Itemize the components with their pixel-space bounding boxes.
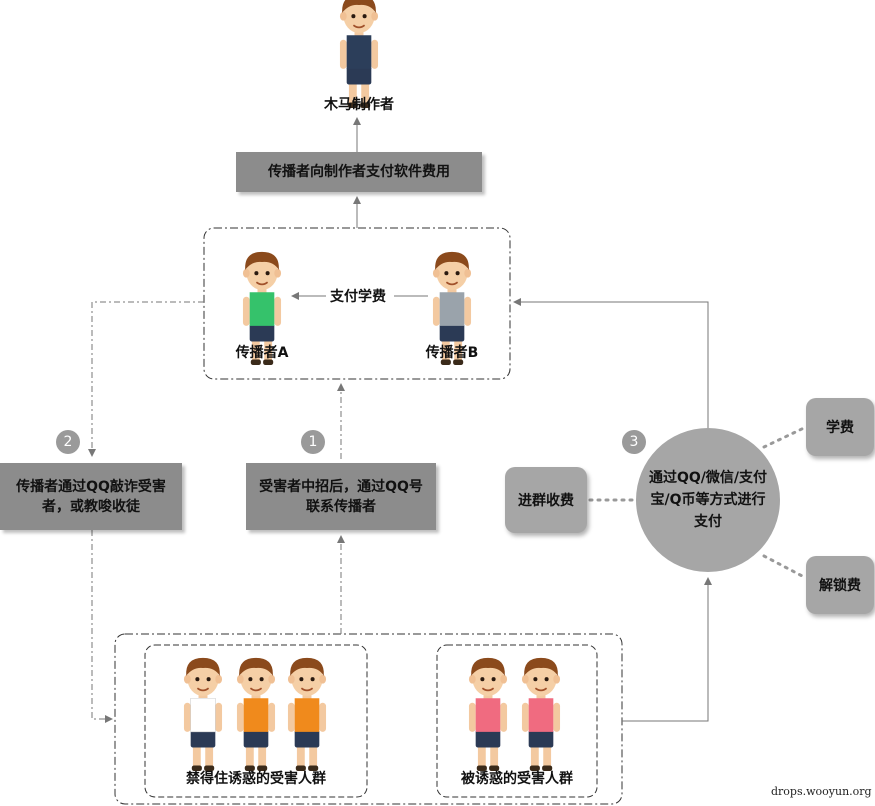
watermark-text: drops.wooyun.org [771, 785, 872, 798]
unlock-fee-text: 解锁费 [819, 578, 861, 594]
victims-outer-border [114, 633, 623, 805]
arrow-to-pay-circle [622, 577, 712, 722]
payment-to-creator-text: 传播者向制作者支付软件费用 [268, 164, 450, 180]
step-2-badge: 2 [56, 430, 80, 454]
dots-unlock-fee [762, 554, 808, 580]
pay-line-1: 通过QQ/微信/支付 [648, 470, 768, 486]
extort-box: 传播者通过QQ敲诈受害 者，或教唆收徒 [0, 463, 182, 530]
lured-person-1 [468, 657, 508, 772]
extort-line-2: 者，或教唆收徒 [42, 498, 140, 515]
creator-label: 木马制作者 [324, 97, 394, 113]
tuition-label: 支付学费 [326, 286, 390, 306]
extort-line-1: 传播者通过QQ敲诈受害 [16, 478, 166, 495]
group-fee-box: 进群收费 [505, 467, 587, 533]
contact-line-1: 受害者中招后，通过QQ号 [259, 478, 423, 495]
spreader-b-figure [432, 251, 472, 366]
lured-group-border [436, 644, 598, 798]
spreader-a-figure [242, 251, 282, 366]
dots-tuition-fee [762, 425, 808, 449]
contact-box: 受害者中招后，通过QQ号 联系传播者 [246, 463, 436, 530]
tuition-fee-text: 学费 [826, 420, 854, 436]
step-1-badge: 1 [301, 430, 325, 454]
pay-line-2: 宝/Q币等方式进行 [650, 492, 766, 508]
contact-line-2: 联系传播者 [306, 498, 376, 515]
resisted-person-3 [287, 657, 327, 772]
creator-figure [339, 0, 379, 109]
spreader-b-label: 传播者B [425, 345, 479, 361]
spreader-a-label: 传播者A [235, 345, 289, 361]
resisted-person-1 [183, 657, 223, 772]
pay-line-3: 支付 [694, 514, 722, 530]
lured-group-label: 被诱惑的受害人群 [461, 771, 573, 787]
payment-to-creator-box: 传播者向制作者支付软件费用 [236, 152, 482, 192]
arrow-to-extort [88, 301, 204, 457]
resisted-person-2 [236, 657, 276, 772]
resisted-group-label: 禁得住诱惑的受害人群 [186, 771, 326, 787]
tuition-fee-box: 学费 [806, 398, 874, 456]
step-3-badge: 3 [622, 430, 646, 454]
payment-method-circle: 通过QQ/微信/支付 宝/Q币等方式进行 支付 [636, 428, 780, 572]
arrow-pay-to-spreaders [513, 298, 709, 428]
group-fee-text: 进群收费 [518, 493, 574, 509]
lured-person-2 [521, 657, 561, 772]
unlock-fee-box: 解锁费 [806, 556, 874, 614]
resisted-group-border [144, 644, 368, 798]
